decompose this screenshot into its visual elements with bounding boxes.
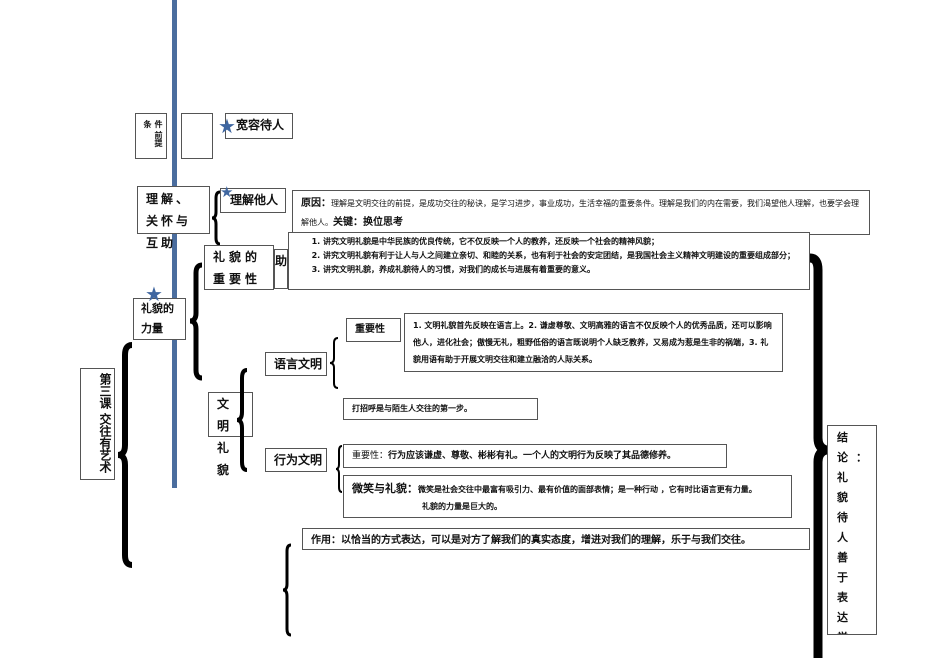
- importance-item: 讲究文明礼貌有利于让人与人之间建立亲切、和睦的关系，也有利于社会的安定团结，是我…: [323, 249, 803, 263]
- reason-label: 原因：: [301, 198, 331, 209]
- brace: [809, 253, 828, 658]
- star-icon: ★: [218, 114, 236, 138]
- tolerance-box: 宽容待人: [225, 113, 293, 139]
- brace: [329, 337, 339, 389]
- brace: [189, 262, 203, 381]
- behavior-importance-text: 行为应该谦虚、尊敬、彬彬有礼。一个人的文明行为反映了其品德修养。: [388, 451, 677, 461]
- reason-text: 理解是文明交往的前提，是成功交往的秘诀，是学习进步，事业成功，生活幸福的重要条件…: [301, 199, 859, 227]
- importance-title-box: 礼貌的重要性: [204, 245, 274, 290]
- star-icon: ★: [145, 282, 163, 306]
- effect-label: 作用：: [311, 535, 341, 546]
- language-box: 语言文明: [265, 352, 327, 376]
- brace: [282, 543, 292, 637]
- effect-box: 作用：以恰当的方式表达，可以是对方了解我们的真实态度，增进对我们的理解，乐于与我…: [302, 528, 810, 550]
- behavior-importance-box: 重要性：行为应该谦虚、尊敬、彬彬有礼。一个人的文明行为反映了其品德修养。: [343, 444, 727, 468]
- behavior-importance-label: 重要性：: [352, 451, 389, 461]
- understand-others-box: 理解他人: [220, 188, 286, 213]
- effect-text: 以恰当的方式表达，可以是对方了解我们的真实态度，增进对我们的理解，乐于与我们交往…: [341, 535, 751, 546]
- importance-item: 讲究文明礼貌，养成礼貌待人的习惯，对我们的成长与进展有着重要的意义。: [323, 263, 803, 277]
- greeting-box: 打招呼是与陌生人交往的第一步。: [343, 398, 538, 420]
- civility-box: 文明礼貌: [208, 392, 253, 477]
- importance-list-box: 讲究文明礼貌是中华民族的优良传统，它不仅反映一个人的教养，还反映一个社会的精神风…: [288, 232, 810, 290]
- smile-text2: 礼貌的力量是巨大的。: [422, 502, 502, 511]
- smile-text: 微笑是社会交往中最富有吸引力、最有价值的面部表情；是一种行动 ，它有时比语言更有…: [418, 485, 757, 494]
- lang-importance-label: 重要性: [346, 318, 401, 342]
- lang-importance-text: 1. 文明礼貌首先反映在语言上。2. 谦虚尊敬、文明高雅的语言不仅反映个人的优秀…: [404, 313, 783, 372]
- brace: [117, 342, 133, 568]
- power-box: 礼貌的力量: [133, 298, 186, 340]
- premise-box: 件 前提条: [135, 113, 167, 159]
- smile-box: 微笑与礼貌：微笑是社会交往中最富有吸引力、最有价值的面部表情；是一种行动 ，它有…: [343, 475, 792, 518]
- brace: [335, 445, 343, 493]
- behavior-box: 行为文明: [265, 448, 327, 472]
- brace: [211, 190, 221, 246]
- star-icon: ★: [220, 183, 234, 201]
- lesson-title-box: 第三课 交往有艺术: [80, 368, 115, 480]
- vertical-blue-line: [172, 0, 177, 488]
- conclusion-box: 结论：礼貌待人善于表达学会倾听是成功交往的艺术: [827, 425, 877, 635]
- empty-box: [181, 113, 213, 159]
- importance-item: 讲究文明礼貌是中华民族的优良传统，它不仅反映一个人的教养，还反映一个社会的精神风…: [323, 235, 803, 249]
- brace: [236, 368, 248, 472]
- smile-label: 微笑与礼貌：: [352, 482, 418, 495]
- hidden-box: 助: [274, 249, 288, 289]
- understand-care-box: 理解、关怀与互助: [137, 186, 210, 250]
- reason-box: 原因：理解是文明交往的前提，是成功交往的秘诀，是学习进步，事业成功，生活幸福的重…: [292, 190, 870, 235]
- key-label: 关键：换位思考: [333, 217, 403, 228]
